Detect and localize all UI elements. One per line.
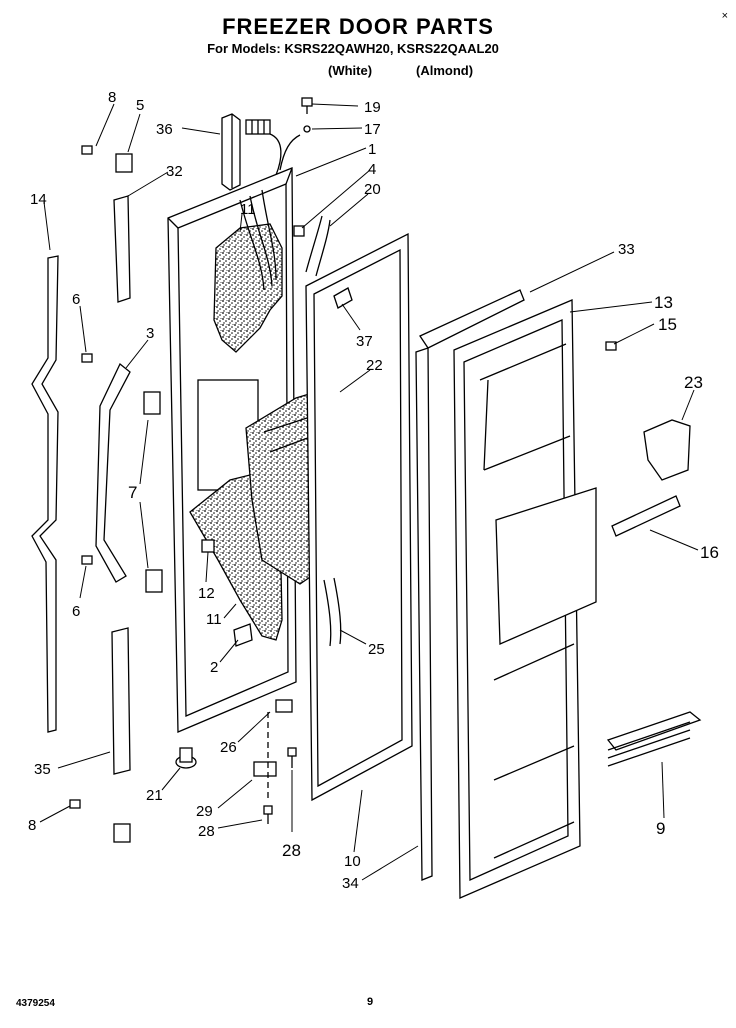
callout-15: 15 <box>658 315 677 334</box>
part-16-trim <box>611 495 681 537</box>
part-15-screw <box>605 341 617 351</box>
wire-bundle <box>239 189 277 291</box>
callout-14: 14 <box>30 191 47 208</box>
document-number: 4379254 <box>16 998 55 1009</box>
part-8-screw-lower <box>69 799 81 809</box>
callout-29: 29 <box>196 803 213 820</box>
callout-26: 26 <box>220 739 237 756</box>
callout-23: 23 <box>684 373 703 392</box>
callout-9: 9 <box>656 819 665 838</box>
part-29-stop <box>253 761 277 777</box>
part-4-clip <box>293 225 305 237</box>
callout-28-big: 28 <box>282 841 301 860</box>
callout-4: 4 <box>368 161 376 178</box>
callout-34: 34 <box>342 875 359 892</box>
part-2-bracket <box>233 623 253 647</box>
part-23-ice-chute-door <box>643 419 691 481</box>
callout-36: 36 <box>156 121 173 138</box>
callout-22: 22 <box>366 357 383 374</box>
callout-3: 3 <box>146 325 154 342</box>
callout-7: 7 <box>128 483 137 502</box>
part-3-handle <box>95 362 131 583</box>
leader-lines <box>39 103 699 881</box>
callout-37: 37 <box>356 333 373 350</box>
callout-25: 25 <box>368 641 385 658</box>
callout-8-lower: 8 <box>28 817 36 834</box>
callout-16: 16 <box>700 543 719 562</box>
callout-20: 20 <box>364 181 381 198</box>
callout-8-top: 8 <box>108 89 116 106</box>
callout-28-label: 28 <box>198 823 215 840</box>
part-28-screw-upper <box>287 747 297 768</box>
callout-13: 13 <box>654 293 673 312</box>
part-26-cam <box>275 699 293 713</box>
callout-1: 1 <box>368 141 376 158</box>
part-7-bracket-upper <box>143 391 161 415</box>
part-11-insulation-upper <box>213 223 283 353</box>
corner-mark: × <box>721 10 728 22</box>
callout-11-lower: 11 <box>206 611 222 628</box>
part-6-screw-lower <box>81 555 93 565</box>
part-10-door-gasket <box>305 232 413 802</box>
part-36-trim-strip <box>221 113 241 191</box>
callout-10: 10 <box>344 853 361 870</box>
part-33-top-cap <box>419 289 525 349</box>
callout-2: 2 <box>210 659 218 676</box>
part-13-door-liner <box>453 299 597 899</box>
model-list: For Models: KSRS22QAWH20, KSRS22QAAL20 <box>207 41 499 56</box>
callout-6-upper: 6 <box>72 291 80 308</box>
part-5-cap <box>115 153 133 173</box>
color-almond-label: (Almond) <box>416 63 474 78</box>
callout-17: 17 <box>364 121 381 138</box>
part-28-screw-lower <box>263 805 273 824</box>
callout-33: 33 <box>618 241 635 258</box>
part-25-drain-tube <box>323 577 342 647</box>
callout-6-lower: 6 <box>72 603 80 620</box>
part-21-hinge-bushing <box>175 747 197 769</box>
part-9-shelf-rails <box>606 711 702 767</box>
part-14-door-gasket-strip <box>31 255 59 733</box>
callout-labels: 8 5 36 32 14 6 3 7 6 35 8 19 17 1 4 20 1… <box>28 89 719 892</box>
part-19-screw <box>301 97 313 114</box>
part-6-screw-upper <box>81 353 93 363</box>
callout-5: 5 <box>136 97 144 114</box>
diagram-header: FREEZER DOOR PARTS For Models: KSRS22QAW… <box>0 14 736 56</box>
part-12-clip <box>201 539 215 553</box>
callout-21: 21 <box>146 787 163 804</box>
page-title: FREEZER DOOR PARTS <box>222 14 494 39</box>
part-20-tube <box>305 215 331 277</box>
part-37-bracket <box>333 287 353 309</box>
part-5-cap-lower <box>113 823 131 843</box>
color-white-label: (White) <box>328 63 373 78</box>
page-number: 9 <box>367 996 374 1008</box>
part-17-wire-harness <box>245 119 311 176</box>
callout-12: 12 <box>198 585 215 602</box>
part-7-bracket-lower <box>145 569 163 593</box>
part-34-trim-strip <box>415 347 433 881</box>
part-32-trim-strip <box>113 195 131 303</box>
callout-11-upper: 11 <box>240 201 256 218</box>
callout-19: 19 <box>364 99 381 116</box>
callout-32: 32 <box>166 163 183 180</box>
callout-35: 35 <box>34 761 51 778</box>
part-8-screw-upper <box>81 145 93 155</box>
part-35-trim-strip <box>111 627 131 775</box>
